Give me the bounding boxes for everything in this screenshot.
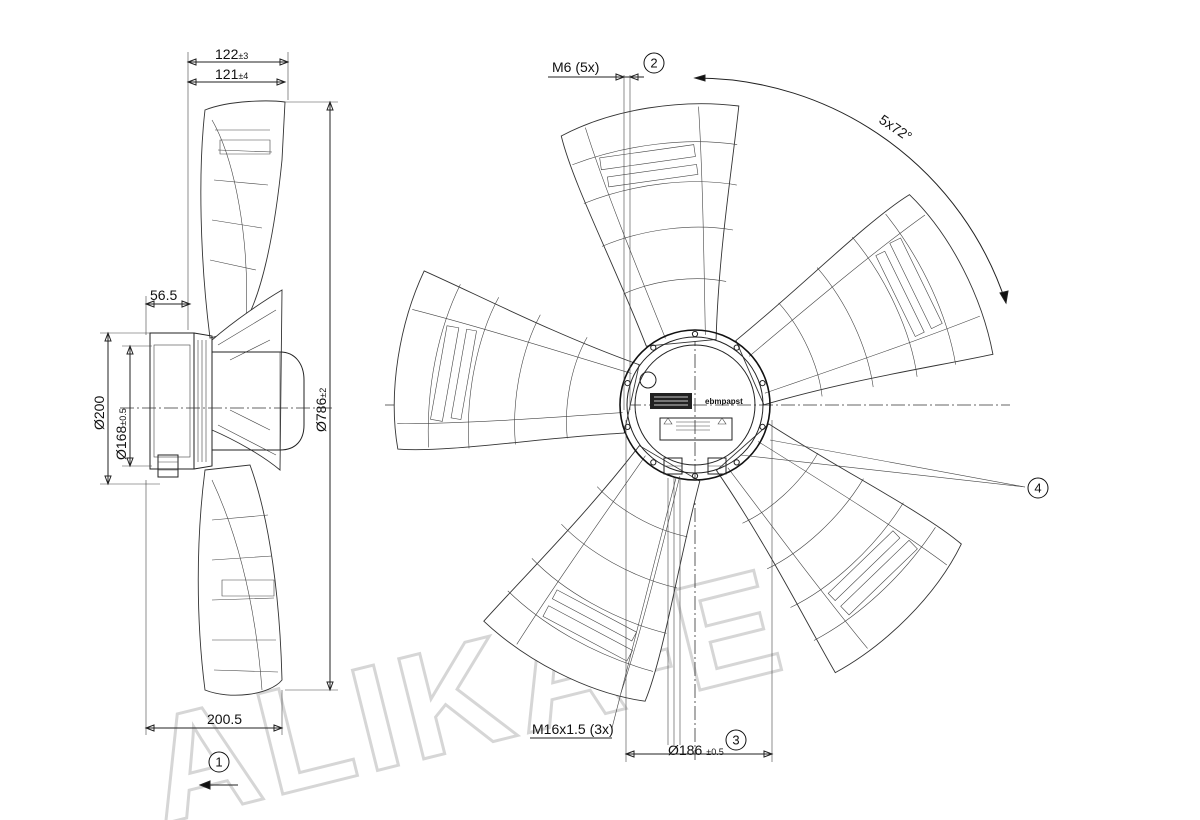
callout-4: 4 xyxy=(1027,477,1049,499)
dim-diameter-fan: Ø786±2 xyxy=(313,388,329,432)
callout-3: 3 xyxy=(725,729,747,751)
hub-cone xyxy=(211,351,305,451)
fan-blade xyxy=(393,270,640,451)
hub-bolts xyxy=(624,330,766,480)
hub-brand: ebmpapst xyxy=(705,397,743,406)
dim-bolt-circle: Ø186±0.5 xyxy=(668,742,724,758)
fan-blade xyxy=(735,194,994,406)
hub-bolt xyxy=(759,380,766,387)
hub-plug xyxy=(639,371,657,389)
dim-length-total: 200.5 xyxy=(207,711,242,727)
hub-outer-ring xyxy=(619,329,771,481)
motor-body xyxy=(149,332,195,470)
side-blade-middle xyxy=(211,289,283,471)
svg-text:2: 2 xyxy=(650,56,657,71)
svg-text:3: 3 xyxy=(732,733,739,748)
dim-thread-bottom: M16x1.5 (3x) xyxy=(532,721,614,737)
hub-bolt xyxy=(691,330,699,338)
fan-blade xyxy=(483,445,701,702)
hub-bolt xyxy=(624,423,631,430)
svg-text:1: 1 xyxy=(215,755,222,770)
fan-blade xyxy=(560,103,740,347)
hub-bolt xyxy=(733,344,740,351)
dim-diameter-inner: Ø168±0.5 xyxy=(113,408,129,460)
hub-bolt xyxy=(650,459,657,466)
front-view: ebmpapst M6 (5x) 2 5x72° 4 M16x1. xyxy=(385,52,1049,762)
side-view: 122±3 121±4 56.5 Ø200 Ø168±0.5 Ø786±2 xyxy=(91,46,338,790)
angle-arc xyxy=(694,77,1007,304)
callout-2: 2 xyxy=(643,52,665,74)
dim-width-top: 122±3 xyxy=(215,46,248,62)
dim-thread-top: M6 (5x) xyxy=(552,59,599,75)
dim-offset: 56.5 xyxy=(150,287,177,303)
fan-blades xyxy=(393,103,994,702)
hub-bolt xyxy=(733,459,740,466)
dim-angle: 5x72° xyxy=(876,111,915,144)
side-blade-upper xyxy=(200,100,286,339)
svg-text:4: 4 xyxy=(1034,481,1041,496)
hub-bolt xyxy=(759,423,766,430)
hub-warning-label xyxy=(659,417,733,441)
hub-bolt xyxy=(691,472,699,480)
callout-airflow: 1 xyxy=(198,751,238,790)
fan-blade xyxy=(715,423,962,674)
dim-diameter-outer: Ø200 xyxy=(91,396,107,430)
hub-bolt xyxy=(650,344,657,351)
dim-width-second: 121±4 xyxy=(215,66,248,82)
